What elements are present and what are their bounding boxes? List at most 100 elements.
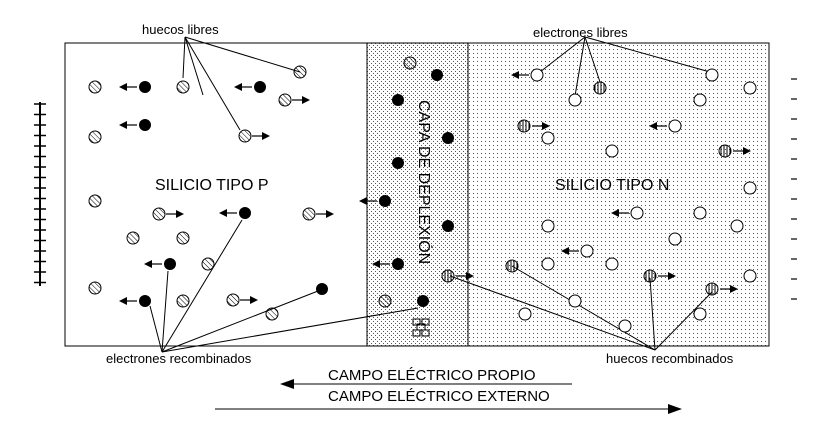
silicio-p-label: SILICIO TIPO P [155, 177, 269, 194]
free-hole [176, 294, 190, 308]
motion-arrow-head [611, 209, 619, 217]
recombined-electron [417, 295, 429, 307]
free-electron [618, 319, 632, 333]
motion-arrow-head [326, 210, 334, 218]
recombined-electron [442, 220, 454, 232]
recombined-hole [705, 282, 719, 296]
motion-arrow-head [234, 83, 242, 91]
free-electron [693, 93, 707, 107]
recombined-electron [442, 132, 454, 144]
free-hole [403, 56, 417, 70]
recombined-electron [164, 258, 176, 270]
free-electron [541, 219, 555, 233]
free-electron [568, 93, 582, 107]
motion-arrow-head [144, 260, 152, 268]
free-electron [730, 219, 744, 233]
recombined-hole [517, 119, 531, 133]
free-hole [152, 207, 166, 221]
recombined-electron [392, 258, 404, 270]
n-region [467, 42, 770, 347]
campo-propio-arrow [280, 379, 572, 389]
motion-arrow-head [466, 272, 474, 280]
electrones-recombinados-label: electrones recombinados [106, 351, 252, 366]
free-electron [668, 119, 682, 133]
free-hole [176, 231, 190, 245]
free-electron [518, 307, 532, 321]
p-region [64, 42, 368, 347]
motion-arrow-head [359, 197, 367, 205]
free-hole [226, 293, 240, 307]
motion-arrow-head [730, 285, 738, 293]
motion-arrow-head [372, 260, 380, 268]
motion-arrow-head [668, 272, 676, 280]
motion-arrow-head [743, 147, 751, 155]
free-hole [201, 257, 215, 271]
motion-arrow-head [302, 96, 310, 104]
recombined-electron [139, 119, 151, 131]
campo-propio-label: CAMPO ELÉCTRICO PROPIO [328, 367, 536, 384]
motion-arrow-head [219, 209, 227, 217]
leader-lines [149, 36, 713, 353]
recombined-electron [316, 283, 328, 295]
recombined-hole [441, 269, 455, 283]
free-electron [530, 68, 544, 82]
free-hole [302, 207, 316, 221]
free-electron [743, 269, 757, 283]
recombined-hole [643, 269, 657, 283]
recombined-hole [718, 144, 732, 158]
free-electron [605, 257, 619, 271]
free-electron [743, 81, 757, 95]
electrones-libres-label: electrones libres [533, 25, 628, 40]
free-hole [88, 80, 102, 94]
free-hole [265, 307, 279, 321]
huecos-libres-label: huecos libres [142, 22, 219, 37]
capa-deplexion-label: CAPA DE DEPLEXIÓN [415, 100, 434, 264]
free-hole [378, 294, 392, 308]
negative-terminal [791, 78, 797, 300]
free-electron [693, 307, 707, 321]
free-hole [126, 231, 140, 245]
recombined-electron [239, 207, 251, 219]
free-electron [580, 244, 594, 258]
recombined-hole [593, 81, 607, 95]
free-hole [176, 80, 190, 94]
motion-arrow-head [649, 122, 657, 130]
motion-arrow-head [542, 122, 550, 130]
recombined-electron [392, 157, 404, 169]
huecos-recombinados-label: huecos recombinados [606, 351, 734, 366]
campo-externo-arrow [215, 404, 682, 414]
free-hole [293, 65, 307, 79]
free-electron [541, 257, 555, 271]
recombined-electron [379, 195, 391, 207]
free-hole [238, 129, 252, 143]
campo-externo-label: CAMPO ELÉCTRICO EXTERNO [328, 388, 550, 405]
recombined-hole [505, 259, 519, 273]
recombined-electron [431, 69, 443, 81]
motion-arrow-head [119, 297, 127, 305]
free-hole [278, 93, 292, 107]
silicio-n-label: SILICIO TIPO N [555, 177, 669, 194]
motion-arrow-head [119, 121, 127, 129]
motion-arrow-head [561, 247, 569, 255]
motion-arrow-head [262, 132, 270, 140]
recombined-electron [254, 81, 266, 93]
free-electron [630, 206, 644, 220]
free-electron [605, 144, 619, 158]
recombination-icon [412, 318, 430, 337]
particles [88, 56, 757, 333]
free-electron [568, 294, 582, 308]
motion-arrow-head [511, 71, 519, 79]
free-hole [88, 281, 102, 295]
motion-arrow-head [119, 83, 127, 91]
free-hole [88, 194, 102, 208]
motion-arrow-head [176, 210, 184, 218]
motion-arrow-head [250, 296, 258, 304]
free-hole [88, 130, 102, 144]
free-electron [705, 68, 719, 82]
free-electron [743, 181, 757, 195]
free-electron [693, 206, 707, 220]
recombined-electron [139, 295, 151, 307]
free-electron [541, 131, 555, 145]
recombined-electron [139, 81, 151, 93]
